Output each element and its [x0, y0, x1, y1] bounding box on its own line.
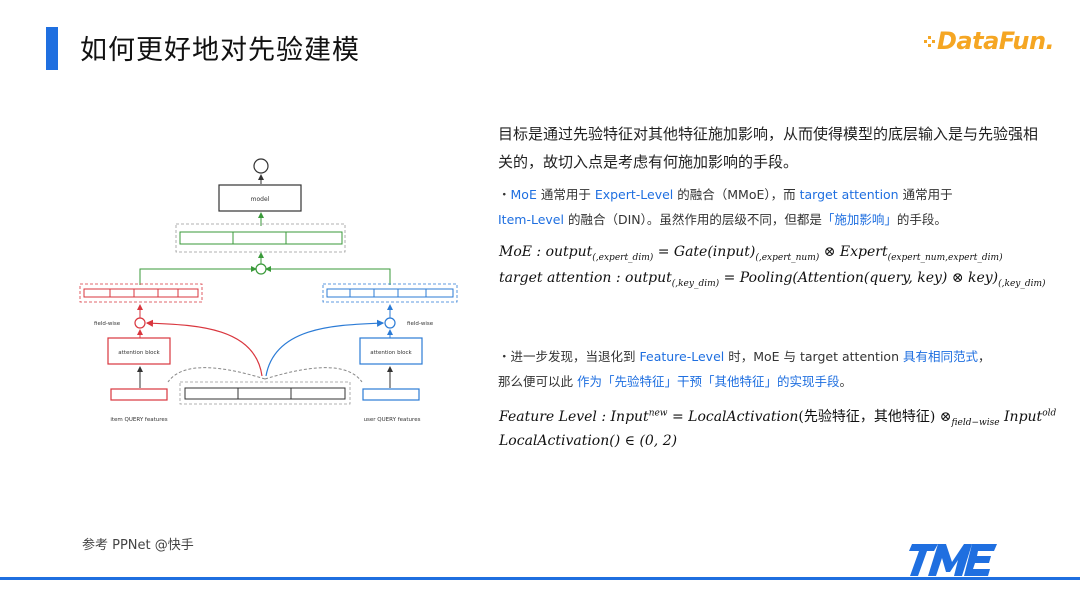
text: 。 [839, 374, 853, 389]
item-features-label: item QUERY features [110, 417, 167, 423]
user-features-label: user QUERY features [364, 417, 421, 423]
model-label: model [251, 196, 270, 203]
other-features-group [179, 381, 351, 405]
tme-logo-icon [909, 544, 997, 576]
user-query-box [362, 388, 420, 401]
term-moe: MoE [510, 187, 537, 202]
text: 进一步发现，当退化到 [510, 349, 640, 364]
text: 的手段。 [896, 212, 947, 227]
text: 通常用于 [898, 187, 953, 202]
user-gate-node [384, 317, 396, 329]
attention-block-left [107, 337, 171, 365]
point-moe-attention: ・MoE 通常用于 Expert-Level 的融合（MMoE），而 targe… [498, 182, 1038, 232]
text: 那么便可以此 [498, 374, 577, 389]
point-feature-level: ・进一步发现，当退化到 Feature-Level 时，MoE 与 target… [498, 344, 1058, 394]
datafun-logo: DataFun. [937, 27, 1055, 55]
term-item-level: Item-Level [498, 212, 564, 227]
text: 时，MoE 与 target attention [724, 349, 903, 364]
green-group [175, 223, 346, 253]
formula-target-attention: target attention : output(,key_dim) = Po… [499, 270, 1046, 289]
bottom-rule [0, 577, 1080, 580]
term-expert-level: Expert-Level [594, 187, 674, 202]
term-target-attention: target attention [799, 187, 899, 202]
item-embedding-group [79, 283, 203, 303]
slide-title: 如何更好地对先验建模 [80, 35, 360, 66]
text: ， [978, 349, 991, 364]
output-node [253, 158, 269, 174]
datafun-logo-icon [924, 36, 935, 47]
term-usage: 作为「先验特征」干预「其他特征」的实现手段 [576, 374, 840, 389]
merge-node [255, 263, 267, 275]
formula-moe: MoE : output(,expert_dim) = Gate(input)(… [499, 244, 1003, 263]
item-gate-node [134, 317, 146, 329]
formula-feature-level: Feature Level : Inputnew = LocalActivati… [499, 408, 1057, 428]
ppnet-diagram: model field-wise attention block item QU… [79, 158, 458, 423]
item-query-box [110, 388, 168, 401]
reference-footnote: 参考 PPNet @快手 [82, 538, 194, 553]
text: 通常用于 [536, 187, 595, 202]
attention-left-label: attention block [118, 350, 160, 356]
text: 的融合（DIN）。虽然作用的层级不同，但都是 [563, 212, 822, 227]
model-box [218, 184, 302, 212]
user-embedding-group [322, 283, 458, 303]
term-feature-level: Feature-Level [639, 349, 725, 364]
attention-right-label: attention block [370, 350, 412, 356]
formula-local-activation: LocalActivation() ∈ (0, 2) [499, 433, 678, 449]
intro-text: 目标是通过先验特征对其他特征施加影响，从而使得模型的底层输入是与先验强相关的，故… [498, 125, 1039, 171]
term-same-paradigm: 具有相同范式 [902, 349, 978, 364]
attention-block-right [359, 337, 423, 365]
field-wise-left-label: field-wise [94, 321, 121, 327]
title-accent-bar [46, 27, 58, 70]
term-highlight: 「施加影响」 [821, 212, 897, 227]
bullet: ・ [498, 187, 511, 202]
text: 的融合（MMoE），而 [673, 187, 800, 202]
bullet: ・ [498, 349, 511, 364]
field-wise-right-label: field-wise [407, 321, 434, 327]
